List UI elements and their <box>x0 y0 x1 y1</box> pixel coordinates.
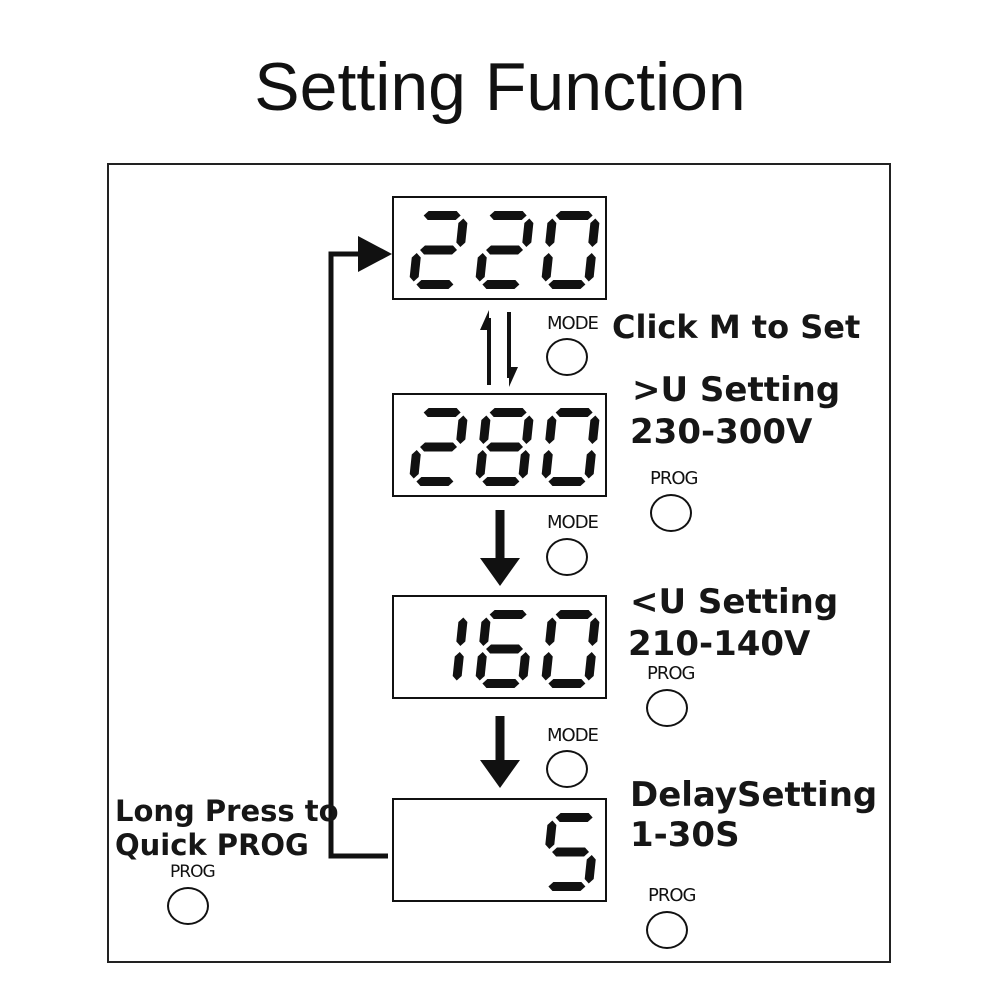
segment-b <box>588 218 600 247</box>
mode-button[interactable] <box>546 750 588 788</box>
over-voltage-label-1: >U Setting <box>632 370 841 410</box>
display-over-voltage <box>392 393 607 497</box>
segment-a <box>555 610 593 619</box>
segment-a <box>555 813 593 822</box>
digit-2 <box>475 211 534 289</box>
segment-b <box>456 415 468 444</box>
prog-button-label: PROG <box>650 468 698 489</box>
segment-f <box>545 820 557 849</box>
segment-d <box>548 882 586 891</box>
over-voltage-label-2: 230-300V <box>630 412 813 452</box>
loop-back-line <box>328 251 388 859</box>
segment-g <box>486 644 524 654</box>
segment-f <box>479 617 491 646</box>
display-delay <box>392 798 607 902</box>
digit-0 <box>541 211 600 289</box>
segment-e <box>475 652 487 681</box>
segment-b <box>456 617 468 646</box>
diagram-frame <box>107 163 891 963</box>
segment-d <box>482 679 520 688</box>
prog-button-label: PROG <box>647 663 695 684</box>
segment-d <box>482 477 520 486</box>
segment-c <box>584 450 596 479</box>
segment-a <box>423 408 461 417</box>
segment-g <box>486 442 524 452</box>
loop-back-arrow-head <box>358 236 392 272</box>
mode-button-label: MODE <box>547 512 599 533</box>
prog-button-label: PROG <box>648 885 696 906</box>
segment-b <box>456 218 468 247</box>
delay-label-2: 1-30S <box>630 815 740 855</box>
segment-d <box>416 280 454 289</box>
segment-b <box>588 617 600 646</box>
digit-0 <box>541 408 600 486</box>
segment-c <box>584 855 596 884</box>
segment-a <box>489 610 527 619</box>
seven-seg-digits <box>545 813 596 891</box>
prog-button[interactable] <box>646 911 688 949</box>
segment-a <box>555 408 593 417</box>
segment-g <box>420 442 458 452</box>
long-press-label-1: Long Press to <box>115 794 339 828</box>
prog-button[interactable] <box>650 494 692 532</box>
page-title: Setting Function <box>254 49 746 125</box>
click-m-label: Click M to Set <box>612 308 861 346</box>
delay-label-1: DelaySetting <box>630 775 878 815</box>
segment-d <box>548 477 586 486</box>
long-press-label-2: Quick PROG <box>115 828 309 862</box>
segment-g <box>420 245 458 255</box>
digit-5 <box>545 813 596 891</box>
segment-f <box>545 218 557 247</box>
quick-prog-button[interactable] <box>167 887 209 925</box>
prog-button[interactable] <box>646 689 688 727</box>
segment-e <box>409 450 421 479</box>
segment-e <box>475 253 487 282</box>
segment-b <box>522 415 534 444</box>
under-voltage-label-2: 210-140V <box>628 624 811 664</box>
segment-a <box>555 211 593 220</box>
segment-c <box>584 652 596 681</box>
segment-e <box>475 450 487 479</box>
mode-button-label: MODE <box>547 313 599 334</box>
seven-seg-digits <box>409 211 600 289</box>
segment-g <box>486 245 524 255</box>
digit-8 <box>475 408 534 486</box>
segment-c <box>584 253 596 282</box>
segment-d <box>482 280 520 289</box>
quick-prog-button-label: PROG <box>170 862 216 882</box>
segment-a <box>489 211 527 220</box>
segment-b <box>588 415 600 444</box>
digit-2 <box>409 211 468 289</box>
segment-e <box>541 450 553 479</box>
segment-d <box>548 280 586 289</box>
segment-c <box>452 652 464 681</box>
seven-seg-digits <box>452 610 600 688</box>
display-voltage-default <box>392 196 607 300</box>
segment-b <box>522 218 534 247</box>
mode-button[interactable] <box>546 338 588 376</box>
segment-a <box>489 408 527 417</box>
segment-d <box>416 477 454 486</box>
segment-e <box>541 652 553 681</box>
mode-button[interactable] <box>546 538 588 576</box>
under-voltage-label-1: <U Setting <box>630 582 839 622</box>
segment-f <box>545 617 557 646</box>
seven-seg-digits <box>409 408 600 486</box>
digit-6 <box>475 610 530 688</box>
segment-g <box>552 847 590 857</box>
digit-0 <box>541 610 600 688</box>
mode-button-label: MODE <box>547 725 599 746</box>
segment-a <box>423 211 461 220</box>
segment-e <box>409 253 421 282</box>
segment-c <box>518 652 530 681</box>
digit-1 <box>452 617 468 681</box>
display-under-voltage <box>392 595 607 699</box>
segment-d <box>548 679 586 688</box>
segment-c <box>518 450 530 479</box>
segment-f <box>545 415 557 444</box>
digit-2 <box>409 408 468 486</box>
segment-e <box>541 253 553 282</box>
segment-f <box>479 415 491 444</box>
